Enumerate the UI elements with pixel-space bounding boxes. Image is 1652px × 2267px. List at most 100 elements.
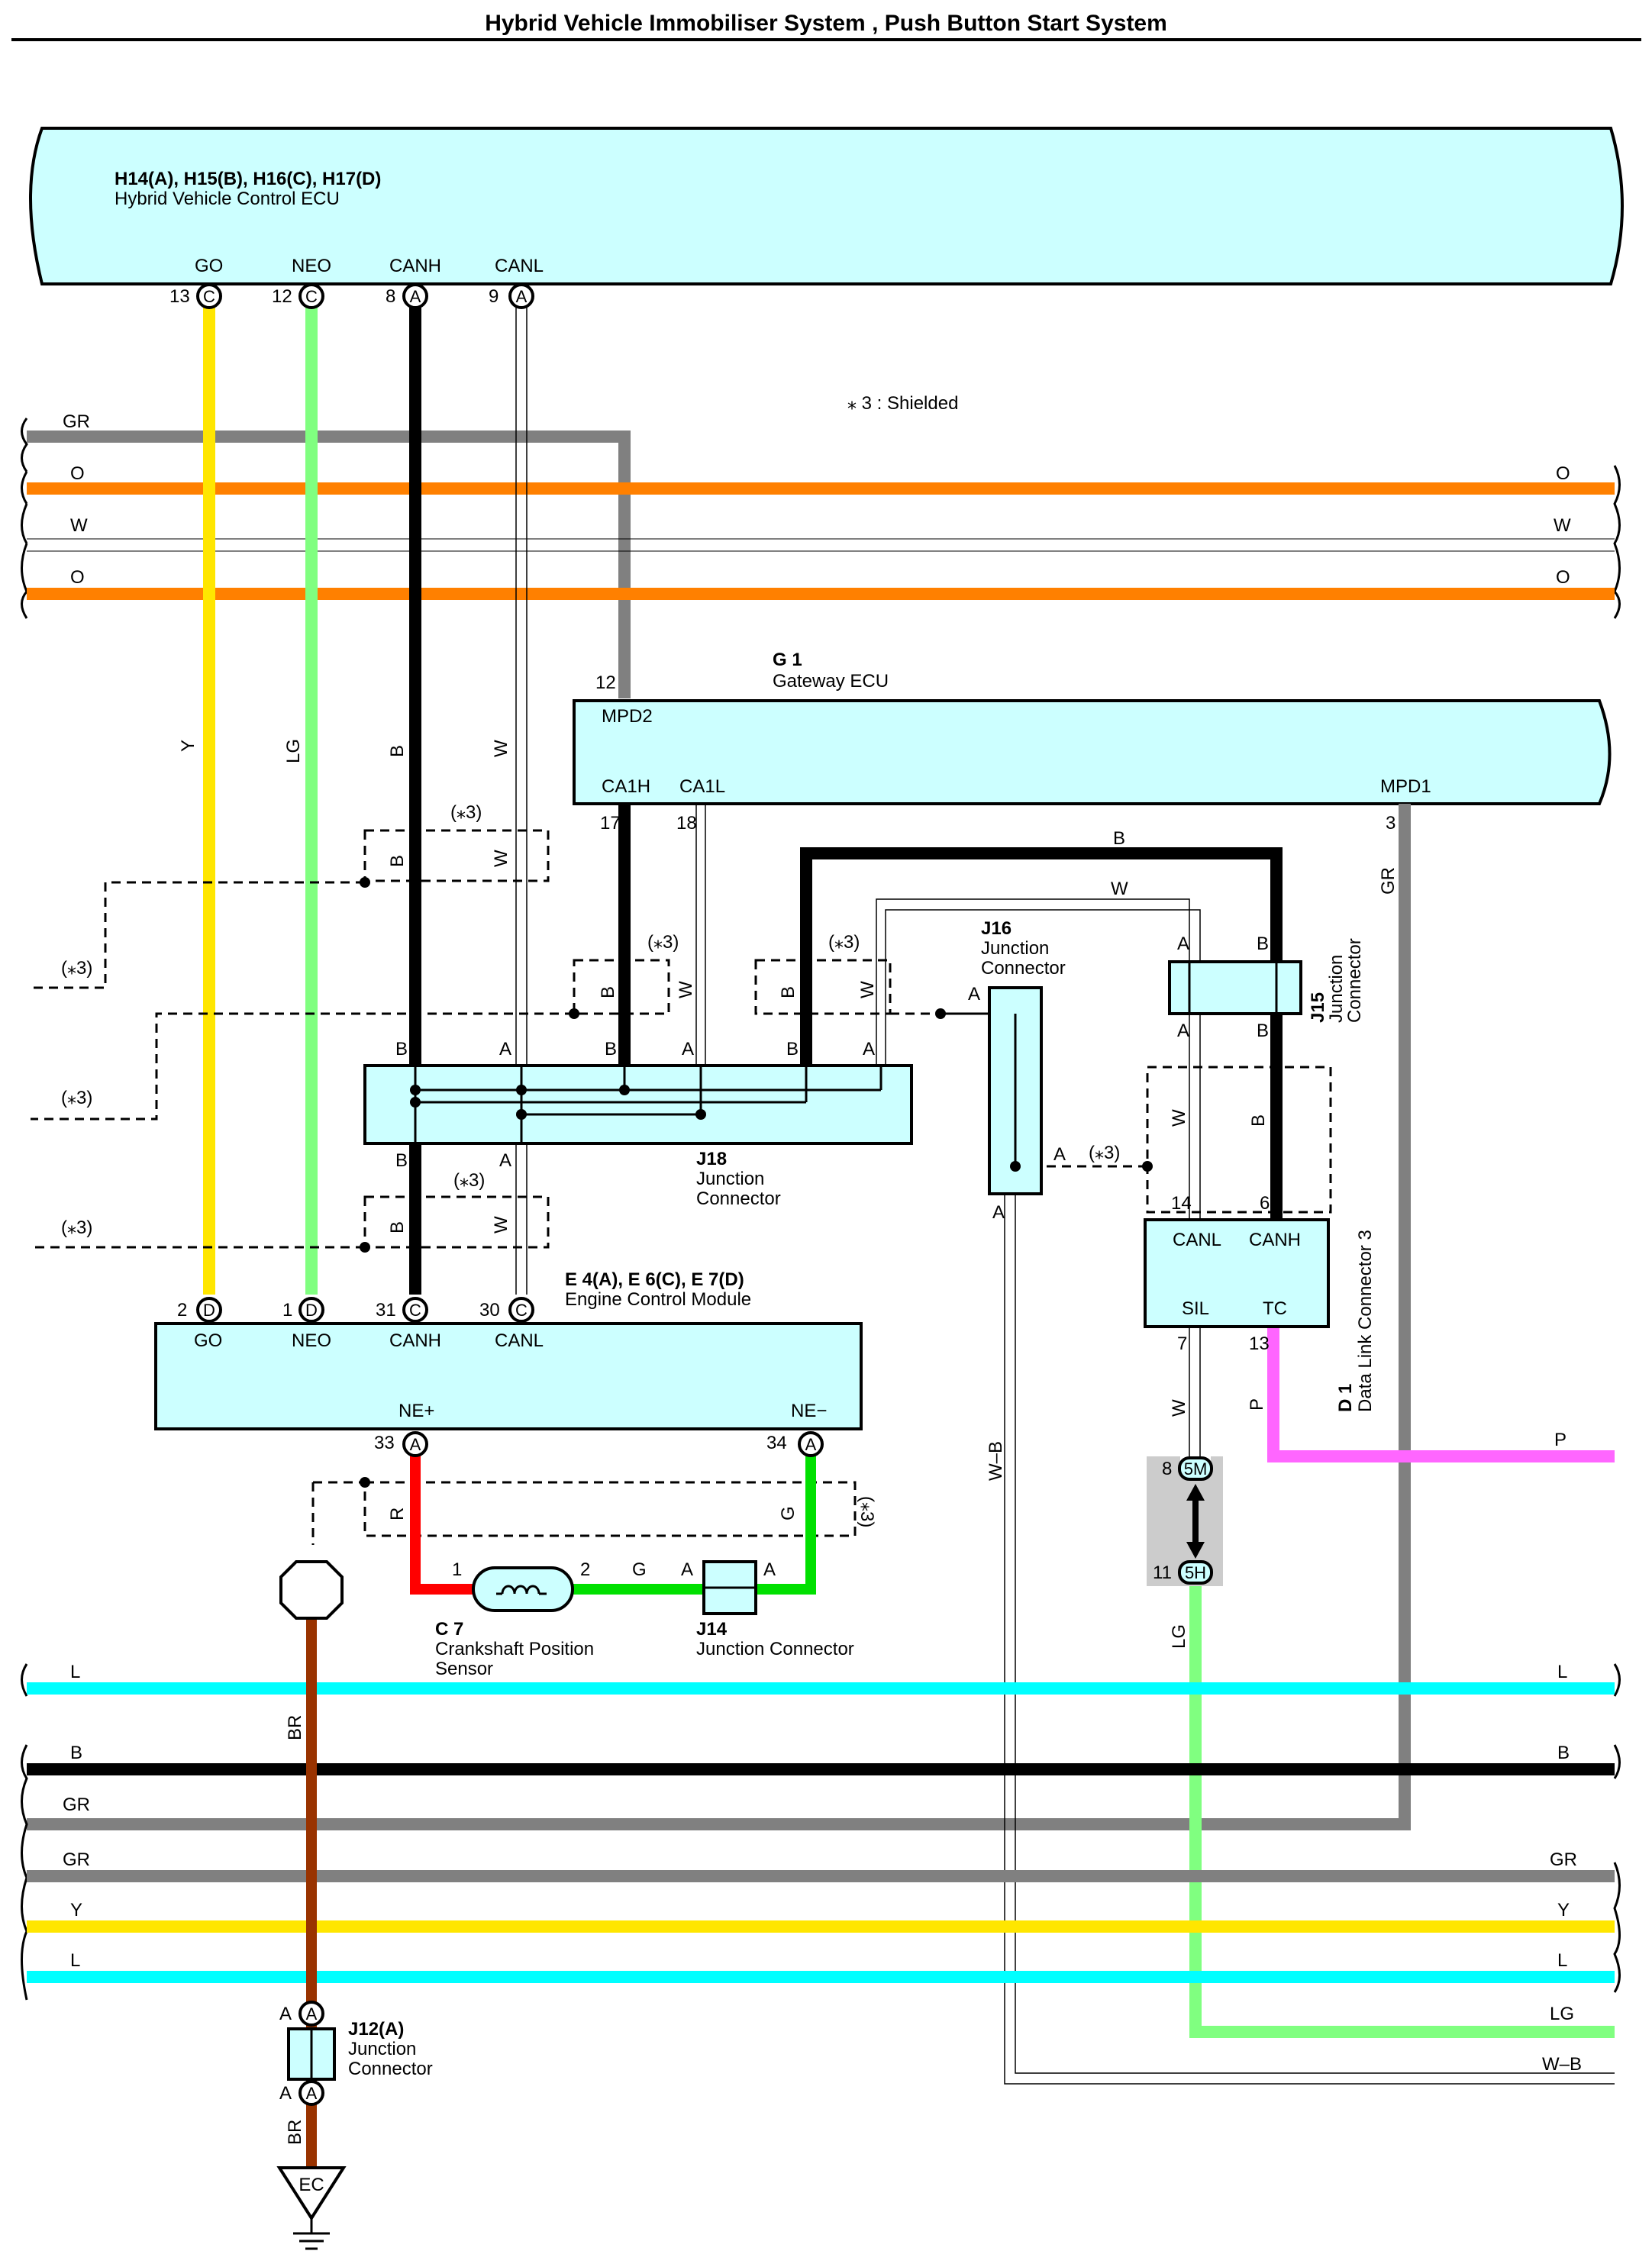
svg-text:A: A — [1053, 1144, 1066, 1165]
top-harness: GR O O W W O O — [21, 411, 1621, 698]
svg-text:GR: GR — [63, 1795, 90, 1815]
svg-text:C: C — [203, 287, 215, 306]
svg-text:A: A — [681, 1559, 693, 1580]
svg-text:A: A — [682, 1039, 694, 1059]
svg-text:C 7: C 7 — [435, 1619, 463, 1640]
svg-text:CANL: CANL — [1173, 1230, 1221, 1250]
svg-text:Junction: Junction — [348, 2039, 416, 2059]
ecm-name: Engine Control Module — [565, 1289, 751, 1310]
svg-text:9: 9 — [489, 286, 499, 307]
svg-text:P: P — [1247, 1398, 1267, 1411]
ecm-code: E 4(A), E 6(C), E 7(D) — [565, 1269, 744, 1290]
svg-text:33: 33 — [374, 1433, 395, 1453]
svg-text:A: A — [306, 2084, 318, 2103]
svg-text:W: W — [676, 981, 696, 998]
svg-text:L: L — [70, 1662, 80, 1682]
svg-text:(⁎3): (⁎3) — [828, 932, 860, 953]
shield-tags: (⁎3) (⁎3) (⁎3) (⁎3) (⁎3) (⁎3) (⁎3) (⁎3) … — [61, 802, 1269, 1527]
gateway-code: G 1 — [773, 650, 802, 670]
gateway-ca1h-pin: 17 — [600, 813, 621, 834]
svg-text:CANH: CANH — [389, 1330, 441, 1351]
svg-text:A: A — [1177, 1021, 1189, 1041]
junction-block-5m-5h: 5M 5H 8 11 — [1147, 1456, 1223, 1586]
svg-text:B: B — [598, 986, 618, 998]
svg-text:B: B — [605, 1039, 617, 1059]
svg-text:Junction: Junction — [696, 1169, 764, 1189]
svg-text:5M: 5M — [1184, 1459, 1208, 1479]
dlc3-connector: CANL CANH SIL TC 14 6 7 13 D 1 Data Link… — [1144, 1193, 1376, 1412]
svg-text:A: A — [968, 984, 980, 1005]
svg-text:CANL: CANL — [495, 256, 544, 276]
bottom-harness: L L B B GR GR GR Y Y L L LG W–B — [21, 1662, 1621, 2075]
svg-text:31: 31 — [376, 1300, 396, 1321]
svg-text:B: B — [786, 1039, 799, 1059]
svg-text:GR: GR — [1378, 867, 1399, 895]
hv-wires: Y LG B W — [178, 305, 528, 1295]
svg-text:O: O — [1556, 567, 1570, 588]
svg-text:A: A — [306, 2004, 318, 2024]
svg-text:J18: J18 — [696, 1149, 727, 1169]
svg-text:G: G — [778, 1506, 799, 1520]
svg-text:GO: GO — [194, 1330, 222, 1351]
svg-text:B: B — [387, 1221, 408, 1233]
svg-text:LG: LG — [1550, 2004, 1574, 2024]
svg-text:12: 12 — [272, 286, 292, 307]
svg-text:(⁎3): (⁎3) — [61, 958, 92, 979]
svg-text:C: C — [515, 1301, 528, 1320]
svg-text:Junction: Junction — [981, 938, 1049, 959]
ground-circuit: BR BR A A A A J12(A) Junction Connector … — [276, 1560, 433, 2250]
svg-text:SIL: SIL — [1182, 1298, 1209, 1319]
j15-connector: A B A B J15 Junction Connector — [1168, 934, 1365, 1041]
hv-ecu-code: H14(A), H15(B), H16(C), H17(D) — [115, 169, 381, 189]
svg-text:GR: GR — [1550, 1849, 1577, 1870]
svg-text:D: D — [203, 1301, 215, 1320]
svg-text:5H: 5H — [1185, 1563, 1206, 1582]
svg-text:A: A — [410, 1435, 421, 1454]
svg-text:W–B: W–B — [1542, 2054, 1582, 2075]
svg-text:GO: GO — [195, 256, 223, 276]
j18-connector: B A B A B A B A J18 Junction Connector — [363, 1039, 913, 1209]
svg-text:(⁎3): (⁎3) — [647, 932, 679, 953]
svg-text:J15: J15 — [1308, 992, 1328, 1023]
gateway-ecu-box — [573, 699, 1612, 805]
gateway-mpd1: MPD1 — [1380, 776, 1431, 797]
svg-text:D 1: D 1 — [1335, 1384, 1356, 1412]
svg-text:B: B — [1113, 828, 1125, 849]
svg-text:W: W — [1169, 1399, 1189, 1417]
svg-text:A: A — [410, 287, 421, 306]
svg-text:J12(A): J12(A) — [348, 2019, 404, 2040]
svg-text:30: 30 — [479, 1300, 500, 1321]
svg-text:(⁎3): (⁎3) — [450, 802, 482, 823]
svg-text:11: 11 — [1153, 1562, 1172, 1583]
svg-text:BR: BR — [285, 2120, 305, 2145]
svg-text:CANL: CANL — [495, 1330, 544, 1351]
shield-note: ⁎ 3 : Shielded — [847, 393, 958, 414]
svg-text:J14: J14 — [696, 1619, 728, 1640]
svg-text:Connector: Connector — [1344, 938, 1365, 1023]
svg-text:W: W — [1111, 879, 1128, 899]
shields — [31, 829, 1332, 1545]
svg-text:A: A — [863, 1039, 875, 1059]
page-title: Hybrid Vehicle Immobiliser System , Push… — [485, 11, 1167, 36]
shield-dots — [360, 877, 1153, 1488]
svg-text:A: A — [992, 1202, 1005, 1223]
svg-text:W: W — [857, 981, 878, 998]
svg-text:Sensor: Sensor — [435, 1659, 493, 1679]
svg-text:2: 2 — [177, 1300, 187, 1321]
hv-ecu-name: Hybrid Vehicle Control ECU — [115, 189, 340, 209]
svg-text:LG: LG — [283, 739, 304, 763]
svg-text:A: A — [499, 1150, 511, 1171]
svg-text:O: O — [70, 567, 85, 588]
gateway-name: Gateway ECU — [773, 671, 889, 692]
svg-text:(⁎3): (⁎3) — [61, 1088, 92, 1108]
svg-text:A: A — [499, 1039, 511, 1059]
svg-text:J16: J16 — [981, 918, 1012, 939]
svg-text:C: C — [409, 1301, 421, 1320]
svg-text:A: A — [763, 1559, 776, 1580]
svg-text:1: 1 — [452, 1559, 462, 1580]
gateway-ca1l: CA1L — [679, 776, 725, 797]
svg-text:CANH: CANH — [389, 256, 441, 276]
svg-text:B: B — [778, 986, 799, 998]
svg-text:O: O — [70, 463, 85, 484]
